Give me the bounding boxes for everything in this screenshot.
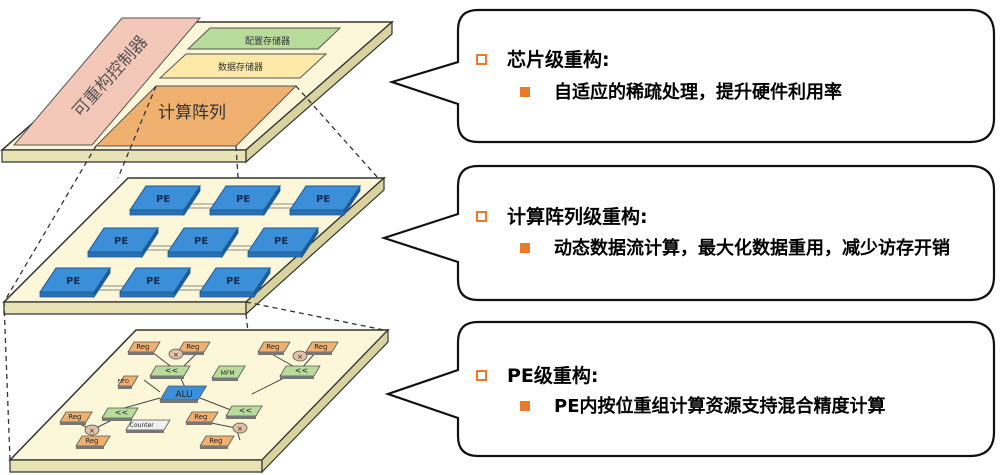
- config-memory-label: 配置存储器: [245, 35, 290, 47]
- register-block: Reg: [199, 435, 235, 449]
- callout-array-body-row: 动态数据流计算，最大化数据重用，减少访存开销: [520, 236, 972, 262]
- pe-block: PE: [39, 266, 111, 299]
- callout-chip-body-row: 自适应的稀疏处理，提升硬件利用率: [520, 80, 960, 106]
- multiplier-icon: ×: [84, 424, 100, 436]
- hollow-square-bullet-icon: [476, 370, 487, 381]
- multiplier-label: ×: [89, 427, 95, 435]
- pe-block: PE: [129, 184, 201, 217]
- pe-block: PE: [247, 226, 319, 259]
- register-block: Reg: [257, 341, 291, 355]
- register-label: Reg: [314, 343, 327, 351]
- pe-block: PE: [199, 266, 271, 299]
- compute-array-label: 计算阵列: [158, 103, 226, 123]
- register-label: Reg: [186, 343, 199, 351]
- shifter-block: <<: [101, 407, 139, 421]
- data-memory-label: 数据存储器: [218, 61, 263, 73]
- counter-block: Counter: [125, 419, 171, 433]
- solid-square-bullet-icon: [520, 87, 530, 97]
- alu-label: ALU: [175, 390, 192, 400]
- shifter-label: <<: [115, 408, 128, 417]
- pe-block: PE: [87, 226, 159, 259]
- shifter-block: <<: [149, 365, 191, 379]
- hollow-square-bullet-icon: [476, 211, 487, 222]
- callout-array-heading-row: 计算阵列级重构:: [476, 205, 648, 229]
- solid-square-bullet-icon: [520, 243, 530, 253]
- callout-bubble-chip: [388, 8, 996, 144]
- hollow-square-bullet-icon: [476, 54, 487, 65]
- register-label: Reg: [194, 413, 207, 421]
- shifter-block: <<: [279, 365, 321, 379]
- register-label: Reg: [85, 437, 98, 445]
- callout-bubble-pe: [384, 320, 996, 458]
- pe-block: PE: [167, 226, 239, 259]
- alu-block: ALU: [159, 385, 208, 403]
- solid-square-bullet-icon: [520, 401, 530, 411]
- register-label: Reg: [266, 343, 279, 351]
- callout-array-body: 动态数据流计算，最大化数据重用，减少访存开销: [554, 238, 950, 259]
- mfm-label: MFM: [221, 370, 235, 377]
- multiplier-label: ×: [237, 425, 243, 433]
- multiplier-icon: ×: [292, 350, 308, 362]
- callout-chip-heading: 芯片级重构:: [507, 49, 610, 71]
- shifter-label: <<: [295, 366, 308, 375]
- pe-block: PE: [119, 266, 191, 299]
- pe-label: PE: [146, 276, 160, 287]
- register-block: Reg: [305, 341, 339, 355]
- shifter-label: <<: [165, 366, 178, 375]
- multiplier-label: ×: [173, 351, 179, 359]
- pe-block: PE: [289, 184, 361, 217]
- pe-label: PE: [274, 236, 288, 247]
- callout-pe-body-row: PE内按位重组计算资源支持混合精度计算: [520, 394, 972, 420]
- data-memory-block: [158, 53, 328, 79]
- register-label: Reg: [209, 437, 222, 445]
- chip-layer: 可重构控制器 配置存储器 数据存储器 计算阵列: [0, 17, 394, 164]
- pe-label: PE: [236, 194, 250, 205]
- pe-label: PE: [66, 276, 80, 287]
- multiplier-icon: ×: [232, 422, 248, 434]
- callout-chip-heading-row: 芯片级重构:: [476, 48, 610, 72]
- register-block: Reg: [177, 341, 211, 355]
- register-block: Reg: [185, 411, 219, 425]
- callout-bubble-array: [380, 164, 996, 302]
- multiplier-label: ×: [297, 353, 303, 361]
- fifo-block: FIFO: [117, 375, 139, 389]
- counter-label: Counter: [130, 422, 155, 429]
- register-label: Reg: [68, 413, 81, 421]
- register-label: Reg: [136, 343, 149, 351]
- register-block: Reg: [59, 411, 93, 425]
- pe-label: PE: [156, 194, 170, 205]
- pe-label: PE: [316, 194, 330, 205]
- mfm-block: MFM: [211, 365, 246, 381]
- shifter-label: <<: [239, 406, 252, 415]
- pe-label: PE: [114, 236, 128, 247]
- register-block: Reg: [75, 435, 111, 449]
- fifo-label: FIFO: [118, 379, 129, 385]
- controller-block: [12, 17, 202, 146]
- callout-pe-heading-row: PE级重构:: [476, 364, 599, 388]
- config-memory-block: [186, 27, 342, 50]
- shifter-block: <<: [225, 405, 263, 419]
- callout-chip-body: 自适应的稀疏处理，提升硬件利用率: [554, 82, 842, 103]
- pe-block: PE: [209, 184, 281, 217]
- pe-label: PE: [194, 236, 208, 247]
- callout-pe-heading: PE级重构:: [507, 365, 599, 387]
- multiplier-icon: ×: [168, 348, 184, 360]
- pe-array-layer: PE PE PE PE PE PE PE PE PE: [2, 176, 386, 316]
- callout-pe-body: PE内按位重组计算资源支持混合精度计算: [554, 396, 886, 417]
- callout-bubbles: [380, 8, 996, 458]
- pe-label: PE: [226, 276, 240, 287]
- callout-array-heading: 计算阵列级重构:: [507, 206, 648, 228]
- register-block: Reg: [127, 341, 161, 355]
